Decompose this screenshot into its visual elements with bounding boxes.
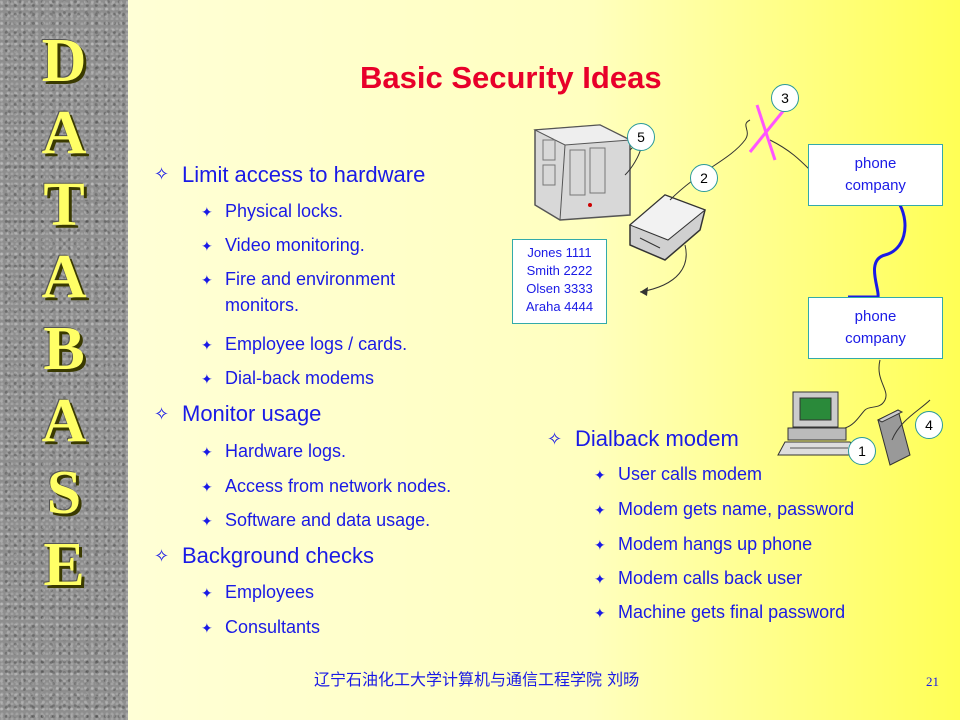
sidebar-letter: A: [41, 387, 87, 455]
bullet-star-icon: ✦: [594, 467, 606, 483]
list-item: Jones 1111: [527, 245, 592, 260]
sidebar-letter: A: [41, 243, 87, 311]
list-heading: Dialback modem: [575, 426, 739, 451]
list-item: monitors.: [225, 295, 300, 315]
bullet-star-icon: ✦: [594, 502, 606, 518]
bullet-star-icon: ✦: [201, 620, 213, 636]
password-list: Jones 1111 Smith 2222 Olsen 3333 Araha 4…: [512, 239, 607, 324]
list-item: Software and data usage.: [225, 510, 431, 530]
phone-company-box: phone company: [808, 144, 943, 206]
phone-company-box: phone company: [808, 297, 943, 359]
step-number: 3: [771, 84, 799, 112]
list-item: User calls modem: [618, 464, 763, 484]
sidebar-letter: A: [41, 99, 87, 167]
modem-icon: [876, 409, 911, 466]
bullet-star-icon: ✦: [594, 537, 606, 553]
list-item: Olsen 3333: [526, 281, 593, 296]
computer-icon: [777, 391, 859, 456]
list-item: Modem gets name, password: [618, 499, 855, 519]
bullet-diamond-icon: ✧: [154, 164, 170, 184]
bullet-star-icon: ✦: [201, 479, 213, 495]
page-title: Basic Security Ideas: [360, 60, 662, 95]
footer-text: 辽宁石油化工大学计算机与通信工程学院 刘旸: [314, 670, 640, 689]
slide-content: [128, 0, 960, 720]
list-heading: Monitor usage: [182, 401, 322, 426]
sidebar-letter: D: [41, 27, 87, 95]
bullet-diamond-icon: ✧: [154, 546, 170, 566]
list-item: Consultants: [225, 617, 321, 637]
bullet-star-icon: ✦: [201, 513, 213, 529]
bullet-star-icon: ✦: [201, 204, 213, 220]
step-number: 4: [915, 411, 943, 439]
step-number: 1: [848, 437, 876, 465]
sidebar-letter: S: [46, 459, 82, 527]
list-item: Physical locks.: [225, 201, 344, 221]
list-item: Video monitoring.: [225, 235, 365, 255]
list-item: Fire and environment: [225, 269, 396, 289]
sidebar-letter: E: [43, 531, 85, 599]
sidebar-stripe: D A T A B A S E: [0, 0, 128, 720]
sidebar-letter: B: [43, 315, 85, 383]
bullet-diamond-icon: ✧: [547, 429, 563, 449]
list-item: Employee logs / cards.: [225, 334, 408, 354]
list-item: Access from network nodes.: [225, 476, 452, 496]
list-heading: Limit access to hardware: [182, 162, 426, 187]
server-icon: [533, 124, 632, 221]
list-item: Araha 4444: [525, 299, 594, 314]
modem-icon: [629, 194, 706, 261]
list-item: Modem calls back user: [618, 568, 803, 588]
step-number: 5: [627, 123, 655, 151]
sidebar-letter: T: [43, 171, 85, 239]
bullet-star-icon: ✦: [201, 272, 213, 288]
list-item: Dial-back modems: [225, 368, 375, 388]
page-number: 21: [926, 674, 939, 689]
bullet-star-icon: ✦: [594, 605, 606, 621]
bullet-star-icon: ✦: [201, 444, 213, 460]
list-item: Smith 2222: [526, 263, 593, 278]
bullet-star-icon: ✦: [201, 585, 213, 601]
list-item: Machine gets final password: [618, 602, 846, 622]
list-item: Modem hangs up phone: [618, 534, 813, 554]
bullet-star-icon: ✦: [201, 238, 213, 254]
bullet-star-icon: ✦: [201, 337, 213, 353]
step-number: 2: [690, 164, 718, 192]
bullet-diamond-icon: ✧: [154, 404, 170, 424]
list-item: Hardware logs.: [225, 441, 347, 461]
list-item: Employees: [225, 582, 315, 602]
list-heading: Background checks: [182, 543, 374, 568]
bullet-star-icon: ✦: [201, 371, 213, 387]
bullet-star-icon: ✦: [594, 571, 606, 587]
